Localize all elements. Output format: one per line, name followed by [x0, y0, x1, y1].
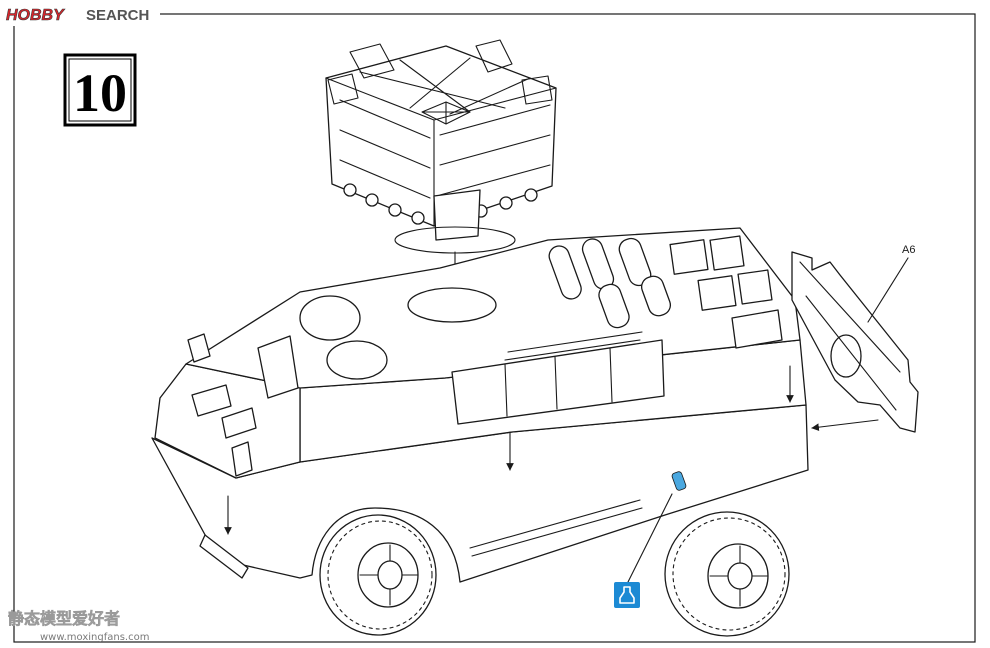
launcher-center-mount: [421, 101, 471, 125]
wheel-spokes: [709, 545, 769, 607]
wheel-spokes: [359, 544, 419, 606]
arrow-icon: [224, 365, 879, 535]
missile-launcher: [325, 39, 557, 254]
tube-end: [524, 188, 538, 202]
front-window: [191, 384, 232, 417]
site-watermark: 静态模型爱好者 www.moxingfans.com: [8, 609, 150, 643]
part-label-leader: [867, 257, 909, 323]
glue-part: [671, 471, 687, 491]
turret-ring: [407, 287, 497, 323]
engine-grille: [737, 269, 773, 305]
logo-brand-text: HOBBY: [6, 7, 65, 24]
logo-word-text: SEARCH: [86, 7, 149, 24]
roof-hatch: [326, 340, 388, 380]
stowage-box-dividers: [504, 347, 613, 417]
glue-leader-line: [627, 493, 673, 583]
tube-end: [411, 211, 425, 225]
wheel-tread: [672, 517, 786, 631]
launcher-outline: [325, 45, 557, 227]
step-box-inner: [68, 58, 132, 122]
front-bumper: [199, 534, 249, 579]
logo-background: [0, 0, 160, 26]
part-label-a6: A6: [902, 244, 915, 256]
step-number: 10: [73, 63, 127, 123]
watermark-title: 静态模型爱好者: [8, 609, 120, 628]
tube-end: [499, 196, 513, 210]
side-window: [221, 407, 257, 439]
wheel-hub: [727, 562, 753, 590]
engine-deck-panel: [640, 275, 672, 317]
launcher-corner-boxes: [327, 39, 553, 105]
engine-grille: [669, 239, 709, 275]
rear-vent-box: [731, 309, 783, 349]
launcher-right-rails: [439, 104, 551, 196]
plate-edge-detail: [799, 261, 901, 411]
glue-bottle-glyph: [619, 586, 635, 604]
engine-grille: [709, 235, 745, 271]
wheel-tread: [327, 520, 433, 630]
watermark-url: www.moxingfans.com: [40, 632, 149, 643]
headlight: [187, 333, 211, 363]
roof-hatch: [299, 295, 361, 341]
lower-hull-side: [151, 404, 809, 583]
launcher-cross-bracing: [359, 57, 531, 115]
engine-deck-panel: [548, 245, 582, 300]
launcher-pedestal: [433, 189, 481, 241]
headlight: [231, 441, 253, 477]
plate-attach-arrow: [811, 419, 879, 431]
hull-side-rail: [469, 499, 643, 557]
cement-glue-icon: [614, 582, 640, 608]
wheel-hub: [377, 560, 403, 590]
launcher-left-rails: [339, 99, 431, 199]
rear-plate-a6: A6: [791, 244, 919, 433]
page-frame: [13, 13, 976, 643]
tube-end: [343, 183, 357, 197]
hobby-search-logo: HOBBY SEARCH: [0, 0, 160, 26]
vehicle-hull: [151, 227, 809, 583]
roof-rail: [504, 331, 643, 361]
front-wheel: [319, 514, 437, 636]
step-box-outer: [63, 53, 137, 127]
step-number-box: 10: [63, 53, 137, 127]
plate-hatch: [830, 334, 862, 378]
tube-end: [388, 203, 402, 217]
rear-wheel: [664, 511, 790, 637]
tube-end: [365, 193, 379, 207]
glue-callout: [614, 471, 687, 608]
engine-grille: [697, 275, 737, 311]
engine-deck-panel: [598, 283, 630, 329]
side-window: [257, 335, 299, 399]
glue-icon-badge: [614, 582, 640, 608]
